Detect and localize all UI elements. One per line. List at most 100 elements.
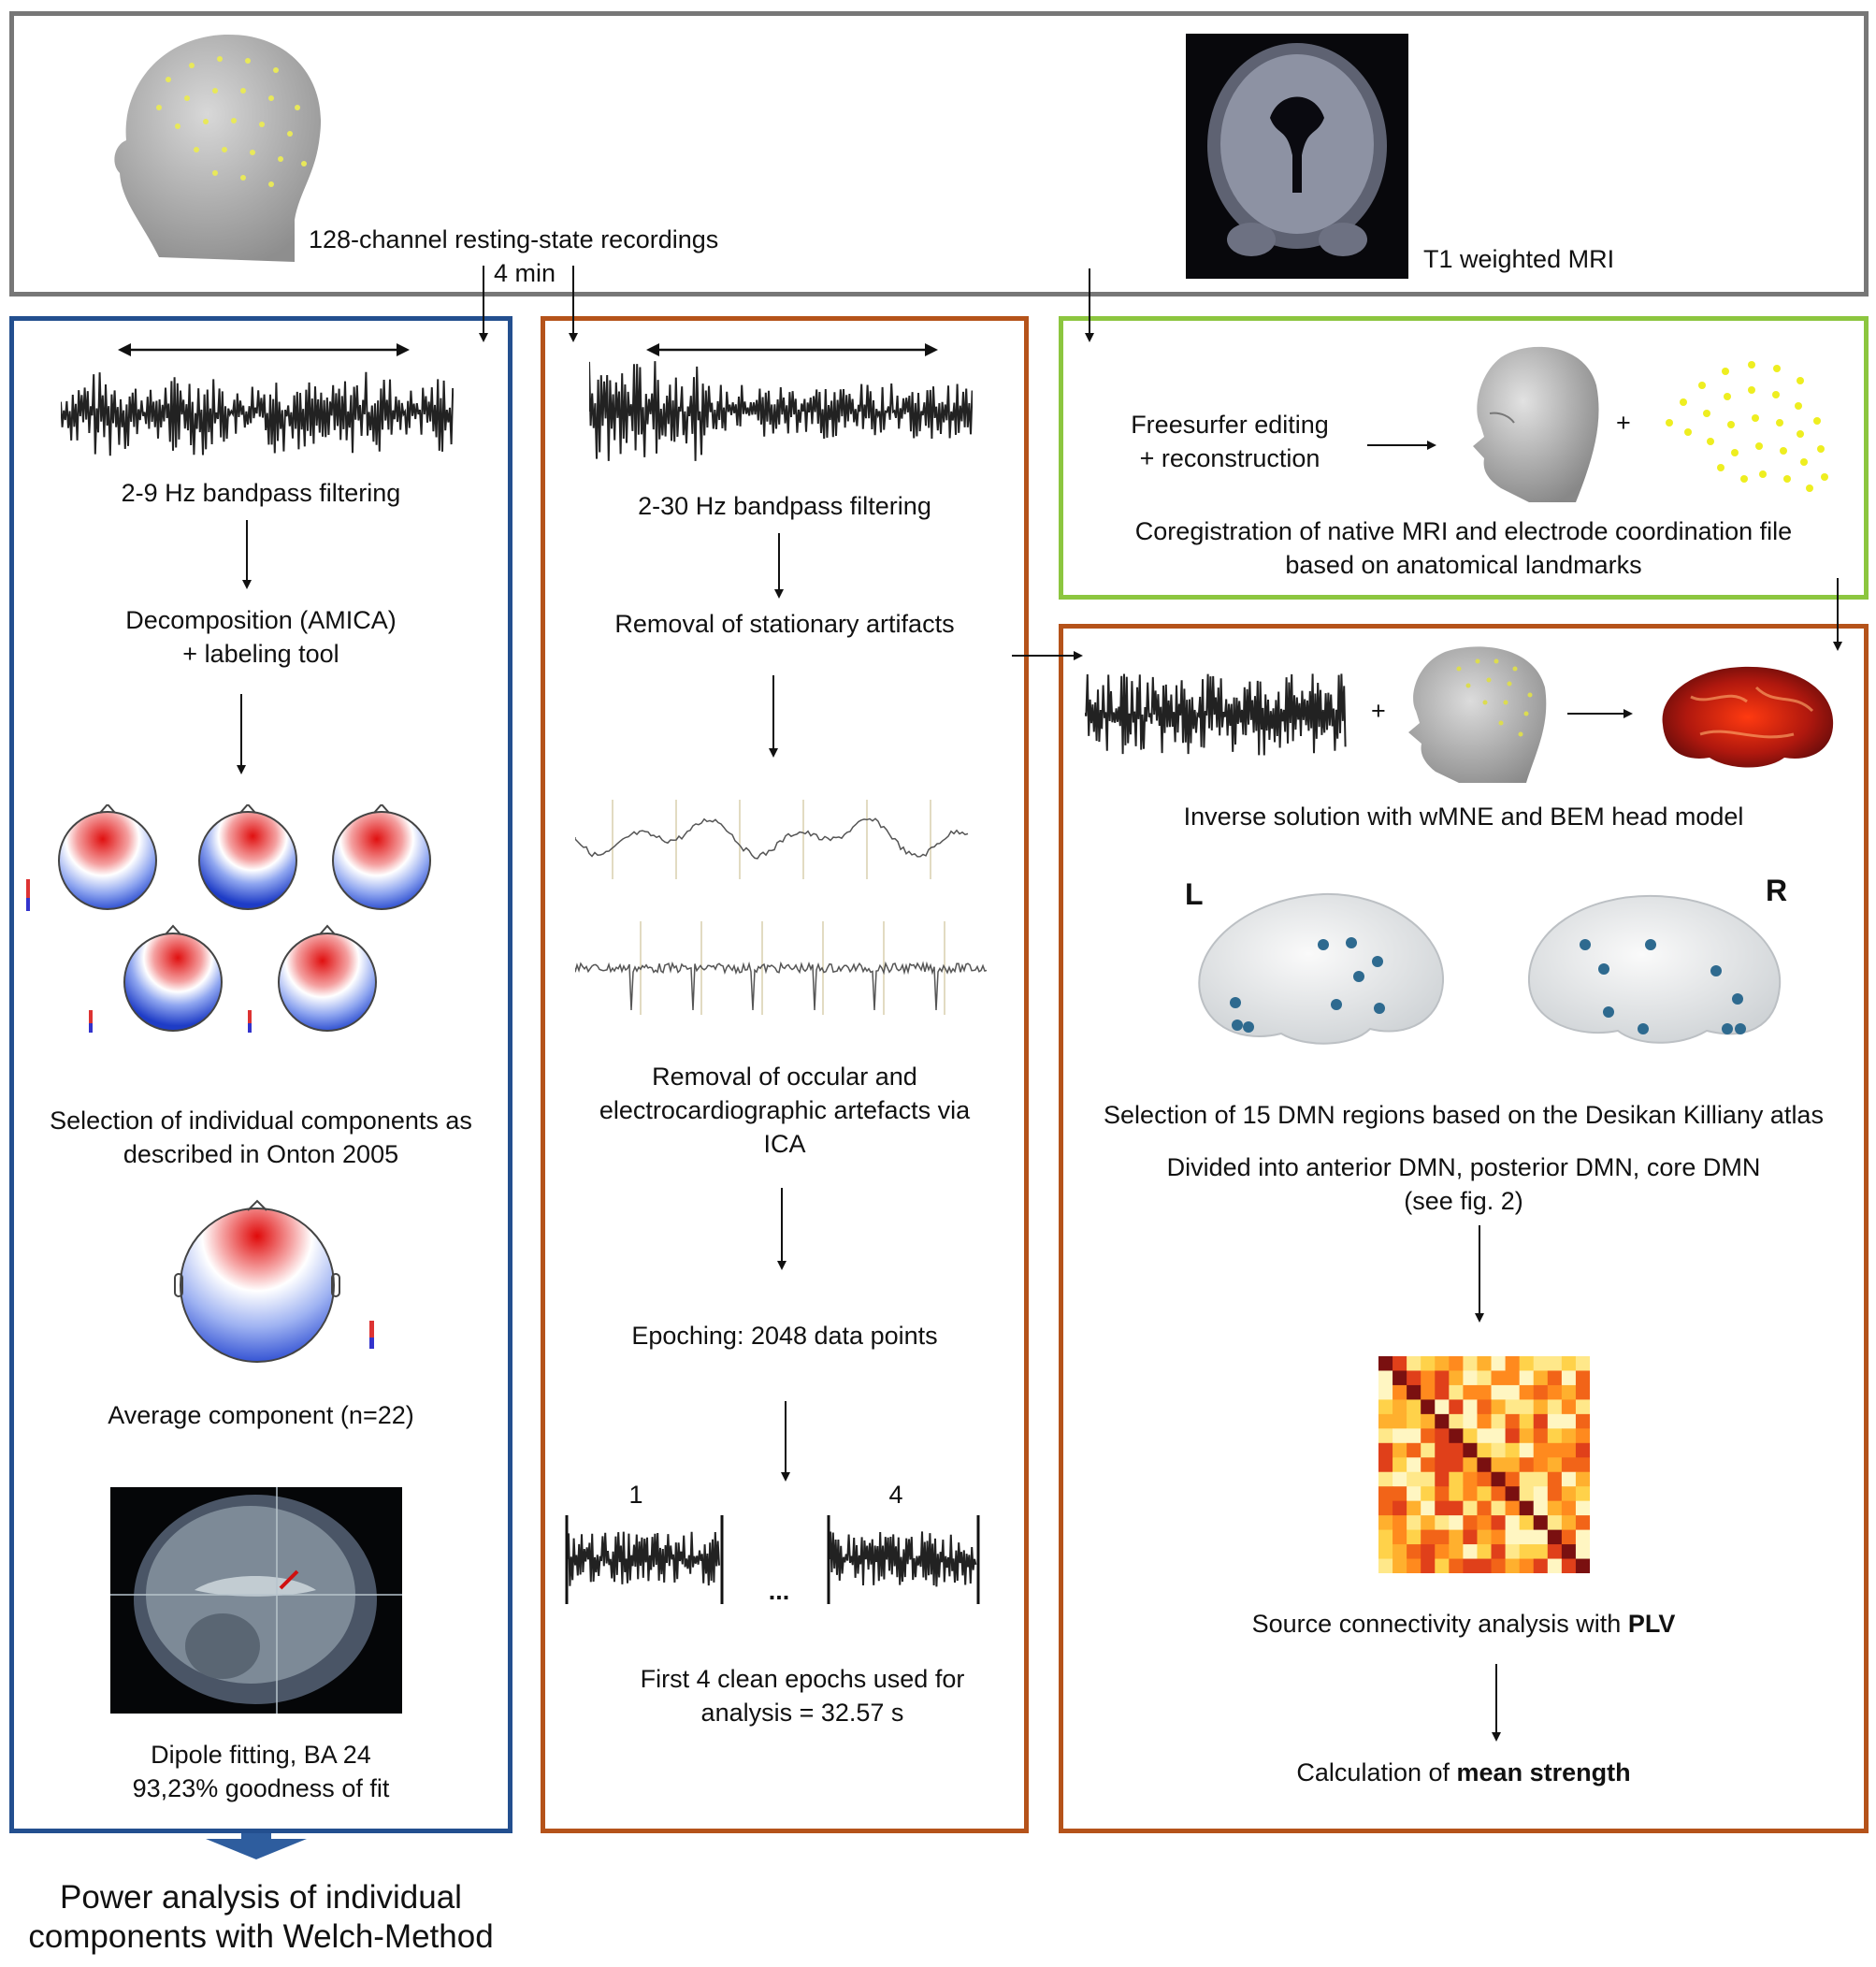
matrix-cell [1519, 1500, 1535, 1516]
matrix-cell [1435, 1457, 1450, 1473]
recording-label: 128-channel resting-state recordings [309, 225, 719, 253]
matrix-cell [1378, 1500, 1393, 1516]
matrix-cell [1449, 1471, 1464, 1487]
matrix-cell [1575, 1515, 1590, 1531]
left-filter-label: 2-9 Hz bandpass filtering [121, 479, 401, 507]
matrix-cell [1407, 1413, 1421, 1429]
epoch-number-first: 1 [628, 1481, 643, 1509]
matrix-cell [1378, 1384, 1393, 1400]
matrix-cell [1491, 1544, 1507, 1560]
duration-label: 4 min [494, 259, 556, 287]
matrix-cell [1561, 1500, 1577, 1516]
topomap-4 [123, 924, 223, 1032]
epoching-label: Epoching: 2048 data points [631, 1322, 938, 1350]
matrix-cell [1421, 1399, 1436, 1415]
matrix-cell [1505, 1471, 1521, 1487]
plv-label-bold: PLV [1627, 1610, 1676, 1638]
topomap-2 [198, 804, 297, 910]
matrix-cell [1547, 1544, 1563, 1560]
matrix-cell [1519, 1413, 1535, 1429]
matrix-cell [1421, 1356, 1436, 1371]
matrix-cell [1449, 1486, 1464, 1502]
matrix-cell [1449, 1457, 1464, 1473]
matrix-cell [1491, 1471, 1507, 1487]
matrix-cell [1519, 1471, 1535, 1487]
matrix-cell [1561, 1399, 1577, 1415]
matrix-cell [1393, 1428, 1407, 1444]
output-label-2: components with Welch-Method [28, 1918, 494, 1955]
matrix-cell [1393, 1500, 1407, 1516]
matrix-cell [1505, 1486, 1521, 1502]
matrix-cell [1533, 1486, 1549, 1502]
matrix-cell [1491, 1428, 1507, 1444]
matrix-cell [1393, 1399, 1407, 1415]
matrix-cell [1491, 1442, 1507, 1458]
matrix-cell [1378, 1544, 1393, 1560]
matrix-cell [1533, 1457, 1549, 1473]
matrix-cell [1561, 1471, 1577, 1487]
matrix-cell [1505, 1500, 1521, 1516]
matrix-cell [1421, 1500, 1436, 1516]
dipole-label-1: Dipole fitting, BA 24 [151, 1741, 371, 1769]
matrix-cell [1421, 1442, 1436, 1458]
matrix-cell [1435, 1356, 1450, 1371]
matrix-cell [1393, 1457, 1407, 1473]
matrix-cell [1533, 1500, 1549, 1516]
matrix-cell [1407, 1558, 1421, 1573]
matrix-cell [1421, 1471, 1436, 1487]
matrix-cell [1421, 1384, 1436, 1400]
eeg-signal-trace [61, 371, 454, 456]
matrix-cell [1533, 1384, 1549, 1400]
matrix-cell [1421, 1413, 1436, 1429]
matrix-cell [1505, 1356, 1521, 1371]
plv-connectivity-matrix [1378, 1356, 1590, 1573]
matrix-cell [1561, 1356, 1577, 1371]
dmn-divided-label-2: (see fig. 2) [1404, 1187, 1523, 1215]
left-panel-frame [9, 316, 512, 1833]
matrix-cell [1575, 1356, 1590, 1371]
matrix-cell [1505, 1384, 1521, 1400]
matrix-cell [1407, 1356, 1421, 1371]
matrix-cell [1505, 1413, 1521, 1429]
matrix-cell [1533, 1544, 1549, 1560]
matrix-cell [1435, 1486, 1450, 1502]
matrix-cell [1449, 1413, 1464, 1429]
matrix-cell [1519, 1486, 1535, 1502]
matrix-cell [1491, 1515, 1507, 1531]
matrix-cell [1477, 1544, 1493, 1560]
coreg-label-2: based on anatomical landmarks [1285, 551, 1642, 579]
inverse-solution-label: Inverse solution with wMNE and BEM head … [1183, 803, 1744, 831]
middle-panel-frame [541, 316, 1029, 1833]
matrix-cell [1533, 1413, 1549, 1429]
matrix-cell [1477, 1413, 1493, 1429]
matrix-cell [1519, 1356, 1535, 1371]
matrix-cell [1477, 1471, 1493, 1487]
matrix-cell [1421, 1370, 1436, 1386]
ica-label-1: Removal of occular and [652, 1063, 917, 1091]
stationary-artifacts-label: Removal of stationary artifacts [614, 610, 955, 638]
matrix-cell [1463, 1413, 1478, 1429]
matrix-cell [1393, 1544, 1407, 1560]
dipole-mri-image [110, 1487, 402, 1714]
coreg-label-1: Coregistration of native MRI and electro… [1134, 517, 1793, 545]
matrix-cell [1378, 1529, 1393, 1545]
matrix-cell [1463, 1442, 1478, 1458]
plv-label: Source connectivity analysis with PLV [1068, 1607, 1859, 1641]
matrix-cell [1421, 1558, 1436, 1573]
matrix-cell [1575, 1486, 1590, 1502]
left-selection-label-1: Selection of individual components as [50, 1106, 472, 1135]
matrix-cell [1393, 1471, 1407, 1487]
matrix-cell [1547, 1529, 1563, 1545]
matrix-cell [1561, 1529, 1577, 1545]
average-component-label: Average component (n=22) [108, 1401, 414, 1429]
brain-right-hemisphere [1527, 894, 1782, 1044]
matrix-cell [1575, 1399, 1590, 1415]
matrix-cell [1463, 1457, 1478, 1473]
left-decomposition-label: Decomposition (AMICA) [125, 606, 397, 634]
artifact-traces [575, 800, 988, 1015]
matrix-cell [1547, 1515, 1563, 1531]
matrix-cell [1477, 1457, 1493, 1473]
matrix-cell [1435, 1399, 1450, 1415]
matrix-cell [1393, 1413, 1407, 1429]
matrix-cell [1575, 1370, 1590, 1386]
